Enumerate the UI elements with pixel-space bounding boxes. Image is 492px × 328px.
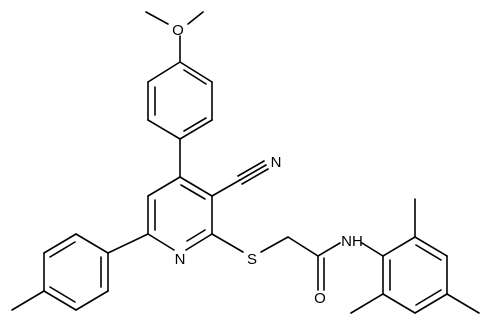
bond-pyridine-tolyl [107, 233, 149, 254]
nitrile-group [211, 160, 269, 197]
ring-double-bond [49, 286, 76, 303]
ring-bond [414, 236, 448, 257]
ring-double-bond [180, 184, 206, 200]
methoxy-group [145, 11, 204, 63]
atom-o-carbonyl: O [314, 290, 326, 307]
ring-bond [147, 61, 181, 83]
bond-c-s [211, 233, 244, 253]
tolyl-ring [11, 233, 149, 311]
ring-double-bond [183, 69, 207, 85]
atom-nh-amide: NH [341, 233, 363, 250]
bond-o-ring [187, 11, 204, 25]
atom-n-pyridine: N [175, 251, 186, 268]
atom-s-thioether: S [247, 251, 257, 268]
bond-methyl [11, 290, 45, 311]
ring-bond [382, 236, 416, 257]
bond-methyl-o [145, 11, 169, 25]
ring-bond [179, 61, 213, 83]
atom-n-nitrile: N [271, 154, 282, 171]
bond-ch2-co [287, 236, 319, 257]
ring-double-bond [415, 289, 442, 306]
atom-labels: O N S N NH O [172, 22, 363, 307]
ring-double-bond [183, 117, 207, 132]
methoxyphenyl-ring [147, 61, 213, 140]
pyridine-ring [147, 176, 213, 251]
ring-bond [414, 293, 448, 314]
ring-bond [75, 233, 109, 254]
bond-co-nh [317, 242, 341, 257]
ring-bond [147, 119, 181, 140]
ring-bond [185, 233, 213, 251]
bond-methyl-left [350, 293, 384, 314]
ring-bond [147, 233, 175, 251]
ring-double-bond [186, 229, 206, 242]
ring-bond [179, 176, 213, 197]
ring-bond [43, 290, 77, 311]
bond-nh-aryl [361, 242, 384, 257]
ring-bond [147, 176, 181, 197]
mesityl-ring [350, 198, 480, 314]
ring-bond [382, 293, 416, 314]
ring-double-bond [49, 241, 76, 258]
ring-bond [179, 119, 213, 140]
bond-methyl-right [446, 293, 480, 314]
triple-bond-center [239, 164, 267, 181]
atom-o-methoxy: O [172, 22, 184, 39]
triple-bond-lower [241, 168, 269, 185]
thioacetamide-chain [211, 233, 384, 291]
ring-double-bond [415, 244, 442, 261]
bond-c-cn [211, 179, 241, 197]
triple-bond-upper [237, 160, 265, 177]
bond-s-ch2 [260, 236, 289, 253]
ring-bond [43, 233, 77, 254]
ring-bond [75, 290, 109, 311]
